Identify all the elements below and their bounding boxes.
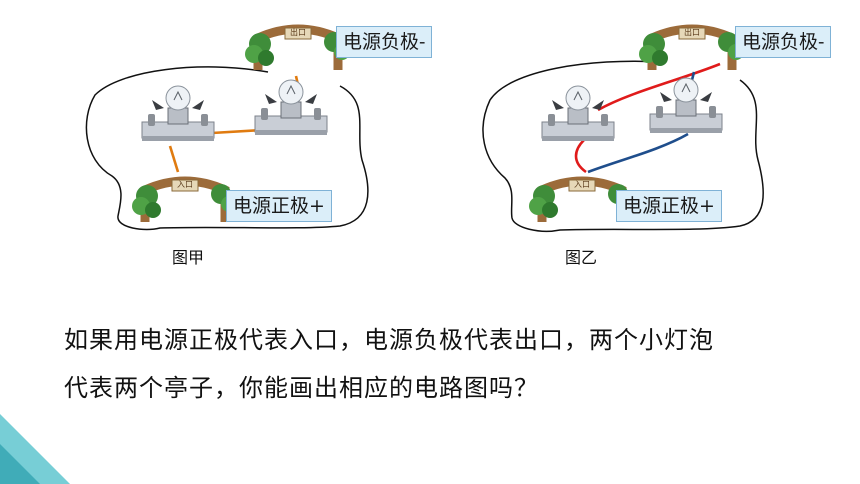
exit-sign-text: 出口 [684, 27, 700, 37]
bulb-left-icon [141, 85, 215, 142]
orange-wire-entry [168, 145, 180, 173]
bulb-left-icon [541, 85, 615, 142]
negative-terminal-label: 电源负极- [735, 26, 832, 58]
corner-decoration [0, 414, 70, 484]
red-wire-branch [597, 62, 721, 112]
figure-caption: 图乙 [565, 248, 598, 267]
exit-sign-text: 出口 [290, 27, 306, 37]
figure-caption: 图甲 [172, 248, 205, 267]
positive-terminal-label: 电源正极+ [616, 190, 722, 222]
orange-wire-bulbs [211, 128, 263, 135]
bulb-right-icon [254, 79, 328, 136]
outer-loop-wire [85, 66, 369, 231]
question-line: 代表两个亭子，你能画出相应的电路图吗？ [64, 374, 539, 402]
entry-sign-text: 入口 [574, 180, 590, 189]
entry-sign-text: 入口 [177, 180, 193, 189]
question-line: 如果用电源正极代表入口，电源负极代表出口，两个小灯泡 [64, 326, 714, 354]
positive-terminal-label: 电源正极+ [226, 190, 332, 222]
negative-terminal-label: 电源负极- [336, 26, 433, 58]
red-wire-entry [574, 139, 587, 174]
bulb-right-icon [649, 77, 723, 134]
question-text: 如果用电源正极代表入口，电源负极代表出口，两个小灯泡 代表两个亭子，你能画出相应… [64, 316, 834, 412]
figure-jia: 出口 入口 [85, 27, 369, 231]
outer-loop-wire [482, 60, 764, 232]
figure-yi: 出口 入口 [482, 27, 764, 232]
blue-wire-lower [587, 132, 689, 174]
